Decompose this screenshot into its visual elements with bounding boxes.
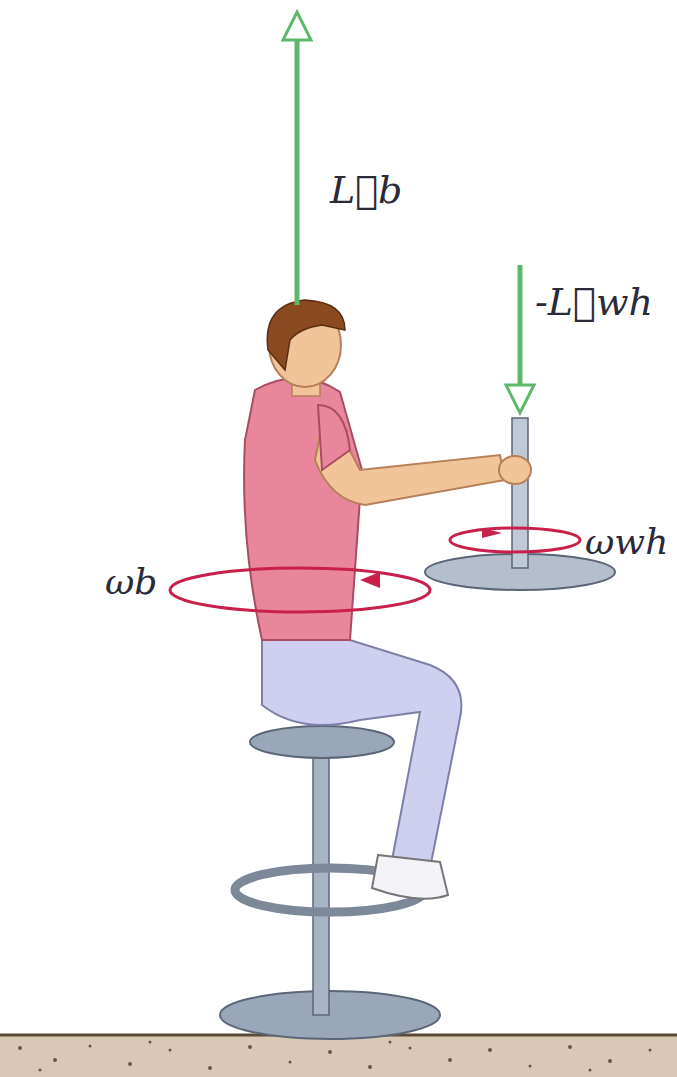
vector-arrowhead <box>506 385 534 413</box>
vector-arrowhead <box>283 12 311 40</box>
body-rotation <box>170 568 430 612</box>
vector-label: -L⃗wh <box>535 282 653 324</box>
wheel-axle <box>512 418 528 568</box>
momentum-vector <box>295 40 300 305</box>
vector-label: ωb <box>105 562 157 602</box>
ground-texture <box>18 1041 652 1072</box>
hair <box>267 300 345 370</box>
hand <box>499 456 531 484</box>
sleeve <box>318 405 350 470</box>
ground <box>0 1035 677 1077</box>
stool-pole <box>313 745 329 1015</box>
trousers <box>262 630 461 868</box>
vector-label: ωwh <box>585 522 668 562</box>
stool-seat <box>250 726 394 758</box>
vector-label: L⃗b <box>330 170 402 212</box>
shoe <box>372 855 448 899</box>
stool-base <box>220 991 440 1039</box>
rotation-arrowhead <box>360 572 380 588</box>
shirt <box>244 378 362 640</box>
momentum-vector <box>518 265 523 385</box>
rotation-arrowhead <box>482 528 502 538</box>
wheel-rotation <box>450 528 580 552</box>
